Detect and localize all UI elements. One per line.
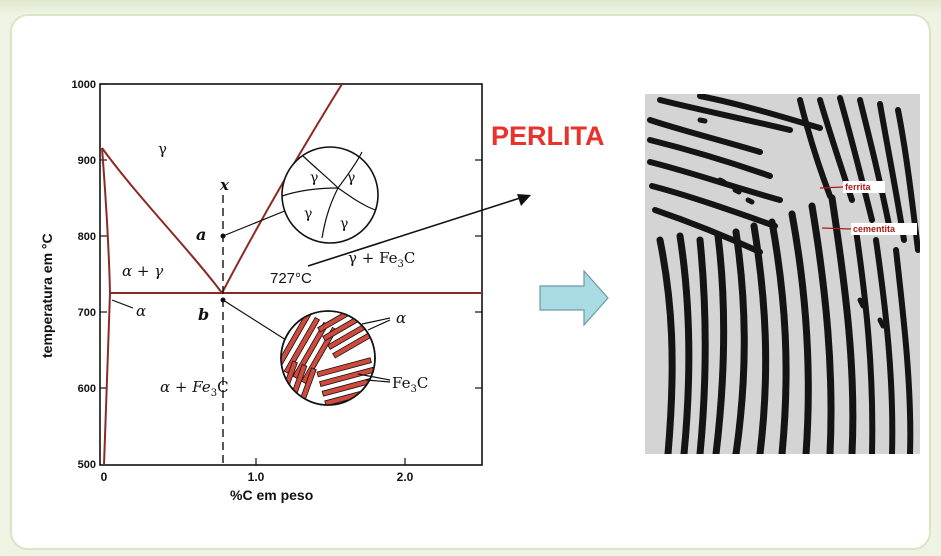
grain-label-3: γ (304, 206, 312, 222)
pearlite-fe-c: C (417, 374, 428, 392)
perlita-connector-line (307, 197, 521, 267)
pearlite-fe-subscript: 3 (410, 384, 416, 395)
svg-text:γ + Fe3C: γ + Fe3C (348, 249, 415, 270)
y-tick-600: 600 (78, 383, 96, 395)
gamma-field-label: γ (158, 140, 167, 158)
grain-label-4: γ (340, 216, 348, 232)
y-tick-1000: 1000 (72, 79, 96, 91)
ferrita-label-bg (843, 181, 885, 193)
point-a-label: a (196, 225, 206, 244)
x-tick-0: 0 (101, 470, 108, 484)
alpha-fe-subscript: 3 (211, 388, 217, 399)
pearlite-pointer (222, 299, 287, 341)
y-tick-900: 900 (78, 155, 96, 167)
micrograph-lamellae (647, 94, 920, 454)
composition-x-label: x (219, 176, 230, 194)
grain-label-1: γ (310, 170, 318, 186)
a3-line (101, 147, 223, 294)
pearlite-label-pointers (357, 317, 391, 383)
x-axis-label: %C em peso (230, 487, 313, 503)
gamma-fe-text: γ + Fe (348, 249, 398, 267)
ferrita-pointer (819, 186, 844, 189)
point-b-label: b (198, 305, 209, 324)
pearlite-fe3c-label: Fe3C (392, 374, 428, 395)
ferrita-label: ferrita (845, 182, 872, 192)
alpha-gamma-field-label: α + γ (122, 262, 163, 280)
svg-text:Fe3C: Fe3C (392, 374, 428, 395)
x-tick-2: 2.0 (397, 470, 414, 484)
y-tick-800: 800 (78, 231, 96, 243)
block-arrow (539, 269, 609, 327)
y-tick-500: 500 (78, 459, 96, 471)
eutectoid-temp-label: 727°C (270, 270, 312, 287)
svg-text:α + Fe3C: α + Fe3C (160, 378, 229, 399)
pearlite-alpha-label: α (396, 309, 406, 327)
cementita-pointer (821, 227, 852, 230)
alpha-pointer (111, 299, 134, 309)
pearlite-micrograph: ferrita cementita (645, 94, 920, 454)
y-ticks (100, 83, 482, 465)
alpha-fe-text: α + Fe (160, 378, 211, 396)
alpha-fe-c: C (217, 378, 228, 396)
gamma-fe3c-label: γ + Fe3C (348, 249, 415, 270)
perlita-connector-arrowhead (517, 194, 531, 206)
alpha-gamma-left (101, 147, 111, 294)
y-axis-label: temperatura em °C (39, 233, 55, 358)
austenite-grains-inset: γ γ γ γ (281, 146, 379, 244)
gamma-fe-c: C (404, 249, 415, 267)
y-tick-700: 700 (78, 307, 96, 319)
alpha-field-label: α (136, 302, 146, 320)
grain-pointer (222, 207, 293, 237)
alpha-solvus (103, 292, 111, 465)
acm-line (221, 84, 343, 294)
gamma-fe-subscript: 3 (398, 259, 404, 270)
alpha-fe3c-label: α + Fe3C (160, 378, 229, 399)
phase-boundaries (101, 84, 482, 465)
cementita-label-bg (851, 223, 917, 235)
perlita-title: PERLITA (491, 121, 605, 151)
cementita-label: cementita (853, 224, 896, 234)
x-tick-1: 1.0 (248, 470, 265, 484)
pearlite-fe-text: Fe (392, 374, 411, 392)
grain-label-2: γ (347, 170, 355, 186)
phase-diagram: 1000 900 800 700 600 500 0 1.0 2.0 %C em… (39, 79, 531, 503)
top-shadow-band (0, 0, 941, 14)
plot-frame (99, 83, 483, 466)
